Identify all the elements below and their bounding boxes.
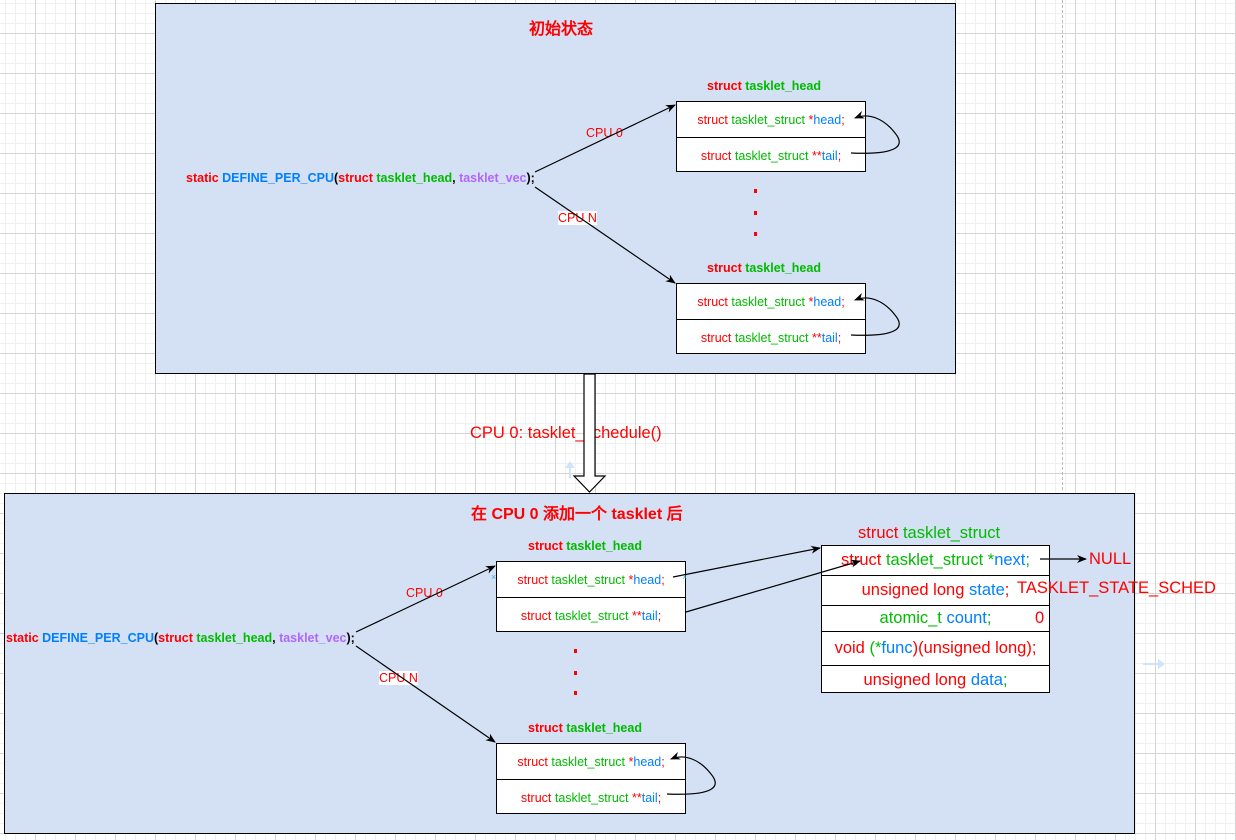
tasklet-head-box-cpu0[interactable]: struct tasklet_struct *head; struct task… <box>676 101 866 172</box>
tasklet-head-box-cpuN[interactable]: struct tasklet_struct *head; struct task… <box>496 743 686 814</box>
tasklet-head-label: struct tasklet_head <box>528 721 642 735</box>
tasklet-head-label: struct tasklet_head <box>707 79 821 93</box>
tail-field: struct tasklet_struct **tail; <box>497 597 685 633</box>
tail-field: struct tasklet_struct **tail; <box>677 319 865 355</box>
head-field: struct tasklet_struct *head; <box>517 754 665 769</box>
tail-field: struct tasklet_struct **tail; <box>497 779 685 815</box>
count-value: 0 <box>1035 609 1045 627</box>
next-field: struct tasklet_struct *next; <box>841 551 1030 569</box>
ellipsis-dot <box>754 189 757 193</box>
ellipsis-dot <box>574 691 577 695</box>
tasklet-head-label: struct tasklet_head <box>528 539 642 553</box>
ellipsis-dot <box>754 211 757 215</box>
cpu0-label: CPU 0 <box>586 126 623 140</box>
state-field: unsigned long state; <box>822 575 1049 605</box>
head-field: struct tasklet_struct *head; <box>517 572 665 587</box>
cpuN-label: CPU N <box>379 671 418 685</box>
data-field: unsigned long data; <box>822 665 1049 694</box>
faint-up-arrow-icon <box>565 461 575 478</box>
faint-right-arrow-icon <box>1143 659 1165 669</box>
tasklet-head-box-cpuN[interactable]: struct tasklet_struct *head; struct task… <box>676 283 866 354</box>
func-field: void (*func)(unsigned long); <box>822 631 1049 665</box>
per-cpu-declaration: static DEFINE_PER_CPU(struct tasklet_hea… <box>6 631 355 645</box>
tasklet-head-box-cpu0[interactable]: struct tasklet_struct *head; struct task… <box>496 561 686 632</box>
tasklet-head-label: struct tasklet_head <box>707 261 821 275</box>
ellipsis-dot <box>754 232 757 236</box>
cpu0-label: CPU 0 <box>406 586 443 600</box>
ellipsis-dot <box>574 649 577 653</box>
tail-field: struct tasklet_struct **tail; <box>677 137 865 173</box>
transition-label: CPU 0: tasklet_schedule() <box>470 424 662 442</box>
count-field: atomic_t count; <box>822 605 1049 631</box>
head-field: struct tasklet_struct *head; <box>697 112 845 127</box>
state-value: TASKLET_STATE_SCHED <box>1017 579 1216 597</box>
tasklet-struct-box[interactable]: struct tasklet_struct *next; unsigned lo… <box>821 545 1050 693</box>
next-null-value: NULL <box>1089 550 1132 568</box>
panel-title: 在 CPU 0 添加一个 tasklet 后 <box>471 506 683 523</box>
ellipsis-dot <box>574 671 577 675</box>
grid-guide-line <box>1062 0 1063 490</box>
initial-state-panel[interactable]: 初始状态 static DEFINE_PER_CPU(struct taskle… <box>155 3 956 374</box>
per-cpu-declaration: static DEFINE_PER_CPU(struct tasklet_hea… <box>186 171 535 185</box>
head-field: struct tasklet_struct *head; <box>697 294 845 309</box>
tasklet-struct-label: struct tasklet_struct <box>858 524 1001 542</box>
cpuN-label: CPU N <box>558 211 597 225</box>
panel-title: 初始状态 <box>529 21 594 38</box>
